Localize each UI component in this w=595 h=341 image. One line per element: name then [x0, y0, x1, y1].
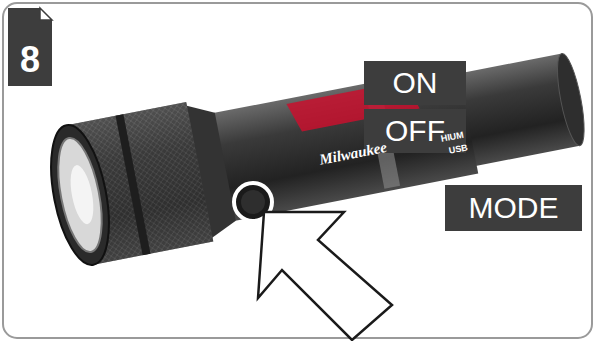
mode-label-box: ON — [364, 61, 466, 105]
figure-number: 8 — [8, 36, 52, 84]
label-text: 8 — [20, 39, 40, 81]
label-text: ON — [393, 66, 438, 100]
label-text: OFF — [385, 114, 445, 148]
mode-label-box: MODE — [445, 185, 582, 231]
label-text: MODE — [469, 191, 559, 225]
